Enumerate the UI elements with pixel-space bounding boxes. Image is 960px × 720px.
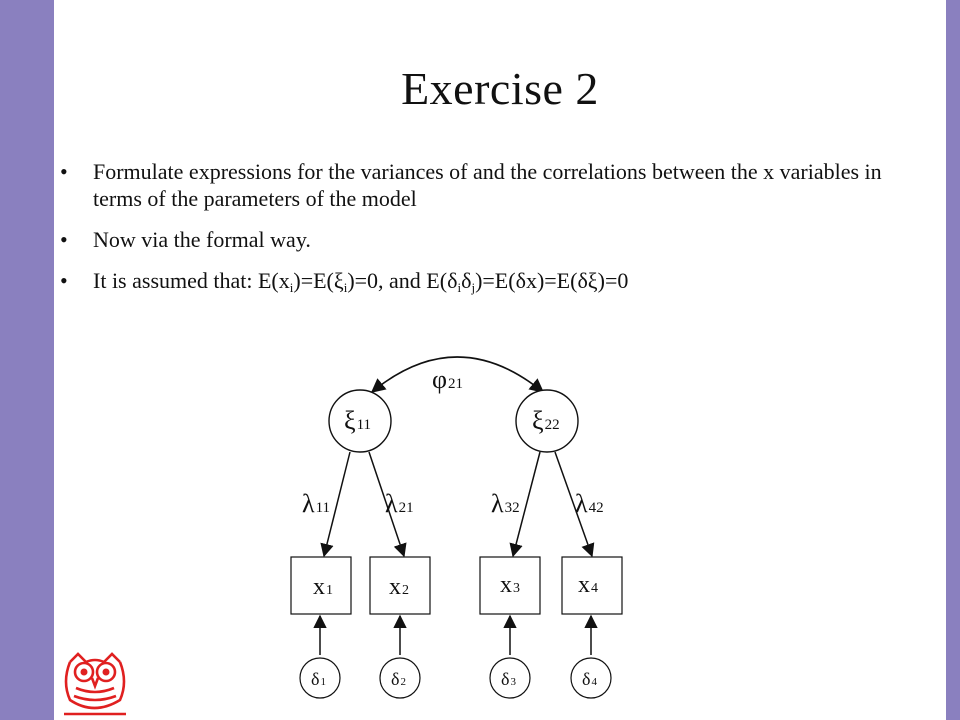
loading-label-4: λ42 xyxy=(575,489,604,518)
loading-arrow-3 xyxy=(509,451,541,558)
loading-label-1: λ11 xyxy=(302,489,330,518)
svg-text:δ4: δ4 xyxy=(582,669,597,689)
factor-1: ξ11 xyxy=(328,389,392,453)
bullet-dot: • xyxy=(60,159,68,184)
error-node-2: δ2 xyxy=(379,657,421,699)
loading-arrow-4 xyxy=(554,451,595,558)
left-sidebar-stripe xyxy=(0,0,54,720)
bullet-list: • Formulate expressions for the variance… xyxy=(60,158,900,315)
indicator-box-3: x3 xyxy=(479,556,541,615)
svg-text:δ3: δ3 xyxy=(501,669,516,689)
svg-text:x2: x2 xyxy=(389,574,409,600)
covariance-arc xyxy=(370,356,545,393)
owl-logo-icon xyxy=(64,652,126,716)
svg-text:δ2: δ2 xyxy=(391,669,406,689)
right-sidebar-stripe xyxy=(946,0,960,720)
bullet-dot: • xyxy=(60,227,68,252)
loading-arrow-1 xyxy=(320,451,351,558)
svg-text:x1: x1 xyxy=(313,574,333,600)
loading-label-3: λ32 xyxy=(491,489,520,518)
bullet-item-3: • It is assumed that: E(xi)=E(ξi)=0, and… xyxy=(60,267,900,301)
bullet-text-1: Formulate expressions for the variances … xyxy=(93,159,882,211)
loading-arrow-2 xyxy=(368,451,407,558)
error-node-1: δ1 xyxy=(299,657,341,699)
svg-text:x3: x3 xyxy=(500,572,520,598)
bullet-dot: • xyxy=(60,268,68,293)
bullet-item-1: • Formulate expressions for the variance… xyxy=(60,158,900,212)
svg-text:x4: x4 xyxy=(578,572,598,598)
svg-text:ξ22: ξ22 xyxy=(532,406,560,435)
bullet-item-2: • Now via the formal way. xyxy=(60,226,900,253)
factor-2: ξ22 xyxy=(515,389,579,453)
bullet-text-2: Now via the formal way. xyxy=(93,227,311,252)
error-node-3: δ3 xyxy=(489,657,531,699)
bullet-text-3: It is assumed that: E(xi)=E(ξi)=0, and E… xyxy=(93,268,629,295)
error-node-4: δ4 xyxy=(570,657,612,699)
svg-text:ξ11: ξ11 xyxy=(344,406,371,435)
svg-text:δ1: δ1 xyxy=(311,669,326,689)
indicator-box-4: x4 xyxy=(561,556,623,615)
loading-label-2: λ21 xyxy=(385,489,414,518)
indicator-box-1: x1 xyxy=(290,556,352,615)
slide-title: Exercise 2 xyxy=(401,63,599,114)
covariance-label: φ21 xyxy=(432,365,463,394)
indicator-box-2: x2 xyxy=(369,556,431,615)
